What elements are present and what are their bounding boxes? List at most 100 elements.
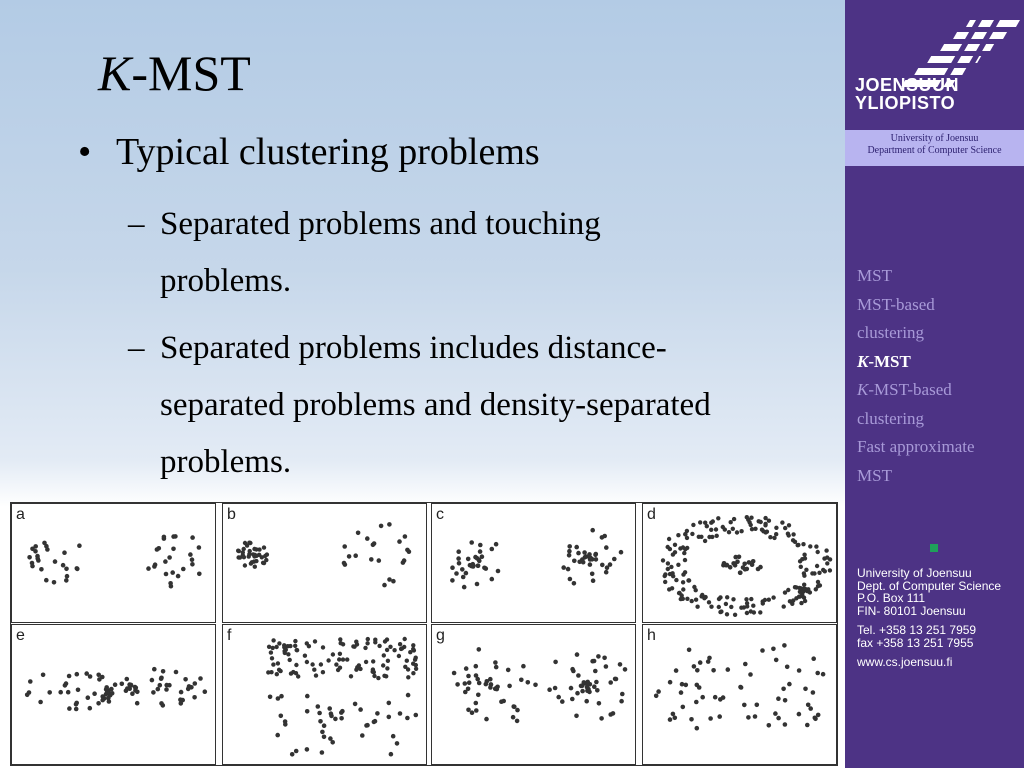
- point-mark: [356, 663, 362, 668]
- point-mark: [321, 734, 327, 740]
- point-mark: [104, 685, 109, 690]
- point-mark: [405, 715, 410, 721]
- point-mark: [781, 604, 786, 609]
- point-mark: [456, 556, 461, 561]
- point-mark: [479, 554, 485, 559]
- point-mark: [552, 685, 558, 691]
- point-mark: [766, 597, 771, 602]
- point-mark: [815, 670, 820, 676]
- point-mark: [670, 571, 675, 576]
- point-mark: [489, 546, 495, 552]
- point-mark: [391, 578, 396, 584]
- point-mark: [254, 558, 259, 564]
- point-mark: [244, 543, 250, 548]
- point-mark: [561, 565, 566, 570]
- point-mark: [60, 562, 66, 568]
- point-mark: [474, 708, 479, 713]
- point-mark: [346, 554, 352, 559]
- point-mark: [240, 550, 245, 555]
- sub-dash: –: [128, 330, 145, 366]
- point-mark: [796, 711, 802, 717]
- point-mark: [593, 668, 598, 674]
- point-mark: [466, 707, 471, 713]
- nav-item-mst[interactable]: MST: [857, 266, 892, 285]
- point-mark: [744, 601, 750, 606]
- point-mark: [277, 641, 282, 646]
- point-mark: [580, 557, 585, 562]
- point-mark: [708, 716, 713, 721]
- contact-line: Dept. of Computer Science: [857, 578, 1002, 593]
- point-mark: [689, 598, 694, 604]
- panel-d: d: [642, 503, 837, 623]
- point-mark: [699, 534, 704, 539]
- panel-f: f: [222, 624, 427, 765]
- point-mark: [168, 583, 174, 589]
- point-mark: [707, 655, 712, 661]
- point-mark: [330, 652, 336, 657]
- point-mark: [725, 595, 730, 600]
- point-mark: [512, 704, 517, 710]
- point-mark: [305, 693, 310, 699]
- point-mark: [160, 669, 166, 674]
- point-mark: [342, 544, 347, 549]
- point-mark: [304, 747, 310, 752]
- point-mark: [75, 687, 81, 693]
- point-mark: [33, 549, 38, 554]
- uni-line-2: Department of Computer Science: [867, 145, 1002, 156]
- point-mark: [702, 538, 708, 544]
- nav-item-k-mst[interactable]: K-MST: [857, 351, 911, 371]
- point-mark: [723, 601, 729, 607]
- point-mark: [396, 653, 402, 659]
- sub1-line2: problems.: [160, 263, 292, 299]
- point-mark: [676, 562, 681, 567]
- point-mark: [269, 670, 274, 675]
- point-mark: [603, 569, 609, 575]
- point-mark: [576, 673, 581, 678]
- point-mark: [811, 656, 816, 661]
- nav-item-fast-approximate[interactable]: Fast approximate: [857, 437, 975, 456]
- point-mark: [371, 541, 377, 546]
- point-mark: [341, 560, 347, 566]
- point-mark: [733, 554, 738, 560]
- point-mark: [763, 523, 768, 528]
- point-mark: [382, 582, 387, 588]
- point-mark: [196, 545, 202, 550]
- sidebar: JOENSUUN YLIOPISTO University of Joensuu…: [845, 0, 1024, 768]
- point-mark: [672, 542, 678, 547]
- point-mark: [106, 699, 112, 704]
- point-mark: [164, 682, 169, 688]
- point-mark: [38, 699, 43, 705]
- point-mark: [602, 655, 607, 661]
- point-mark: [686, 578, 692, 583]
- point-mark: [378, 523, 384, 529]
- point-mark: [574, 652, 580, 657]
- point-mark: [405, 547, 410, 553]
- point-mark: [799, 600, 804, 606]
- point-mark: [175, 573, 181, 579]
- nav-item-k-mst-based[interactable]: K-MST-based: [857, 380, 952, 399]
- nav-item-mst-2[interactable]: MST: [857, 465, 892, 485]
- point-mark: [665, 566, 670, 572]
- point-mark: [413, 662, 418, 668]
- nav-item-clustering[interactable]: clustering: [857, 323, 925, 342]
- nav-item-clustering-2[interactable]: clustering: [857, 408, 925, 428]
- point-mark: [241, 555, 247, 560]
- point-mark: [474, 581, 480, 587]
- point-mark: [192, 681, 198, 686]
- point-mark: [286, 652, 291, 657]
- point-mark: [748, 672, 753, 677]
- point-mark: [679, 681, 685, 687]
- point-mark: [28, 679, 33, 684]
- point-mark: [358, 707, 363, 712]
- point-mark: [587, 562, 593, 567]
- point-mark: [268, 650, 274, 655]
- panel-label: b: [227, 506, 236, 523]
- point-mark: [805, 589, 810, 594]
- website-link[interactable]: www.cs.joensuu.fi: [857, 655, 953, 669]
- point-mark: [667, 679, 673, 685]
- point-mark: [590, 527, 595, 533]
- point-mark: [750, 559, 756, 564]
- point-mark: [731, 516, 737, 522]
- nav-item-mst-based[interactable]: MST-based: [857, 294, 935, 314]
- point-mark: [804, 567, 809, 572]
